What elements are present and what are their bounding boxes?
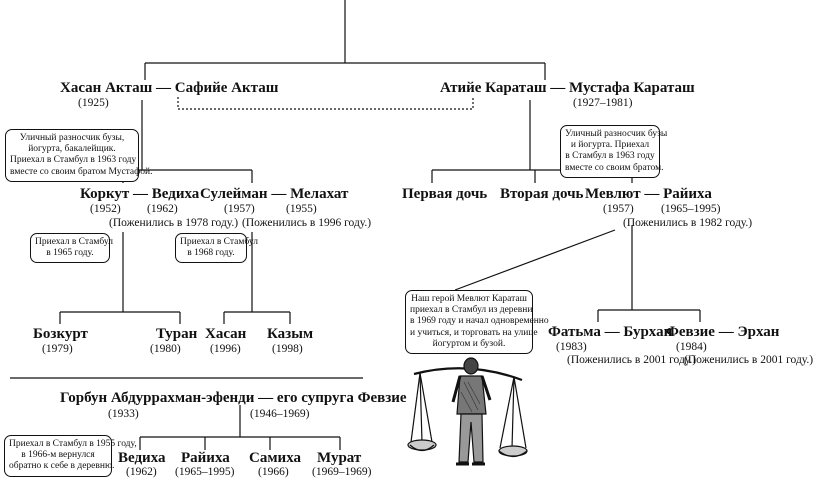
marriage-dash: — [156,80,172,96]
person-rayiha: Райиха [663,186,712,202]
years-murat: (1969–1969) [312,466,372,478]
couple-suleyman-melahat: Сулейман — Мелахат [200,187,348,202]
person-samiha: Самиха [249,450,301,466]
marriage-dash: — [258,390,274,406]
person-atiye-karatash: Атийе Караташ [440,80,547,96]
person-burhan: Бурхан [623,324,673,340]
marriage-dash: — [718,324,734,340]
years-abdurrahman: (1933) [108,408,139,420]
marriage-dash: — [604,324,620,340]
person-first-daughter: Первая дочь [402,186,488,202]
years-melahat: (1955) [286,203,317,215]
couple-abdurrahman-fevziye: Горбун Абдуррахман-эфенди — его супруга … [60,391,407,406]
years-kazym: (1998) [272,343,303,355]
person-murat: Мурат [317,450,362,466]
years-fevziye-spouse: (1946–1969) [250,408,310,420]
years-rayiha: (1965–1995) [661,203,721,215]
person-fatma: Фатьма [548,324,601,340]
marriage-fatma-burhan: (Поженились в 2001 году.) [567,354,697,366]
years-vediha-daughter: (1962) [126,466,157,478]
person-erhan: Эрхан [737,324,780,340]
years-turan: (1980) [150,343,181,355]
couple-fatma-burhan: Фатьма — Бурхан [548,325,672,340]
person-hasan-aktash: Хасан Акташ [60,80,153,96]
person-turan: Туран [156,326,198,342]
person-second-daughter: Вторая дочь [500,186,584,202]
family-tree-connectors [10,0,701,450]
marriage-dash: — [133,186,149,202]
person-melahat: Мелахат [290,186,349,202]
person-suleyman: Сулейман [200,186,268,202]
marriage-dash: — [550,80,566,96]
note-hasan: Уличный разносчик бузы,йогурта, бакалейщ… [5,129,153,182]
years-korkut: (1952) [90,203,121,215]
years-vediha: (1962) [147,203,178,215]
person-bozkurt: Бозкурт [33,326,88,342]
years-mevlut: (1957) [603,203,634,215]
street-vendor-with-yoke-illustration [407,357,528,466]
person-fevziye-spouse: его супруга Февзие [276,390,407,406]
years-bozkurt: (1979) [42,343,73,355]
years-mustafa: (1927–1981) [573,97,633,109]
years-hasan-grandson: (1996) [210,343,241,355]
person-abdurrahman: Горбун Абдуррахман-эфенди [60,390,255,406]
couple-korkut-vediha: Коркут — Ведиха [80,187,199,202]
years-fevziye: (1984) [676,341,707,353]
years-rayiha-daughter: (1965–1995) [175,466,235,478]
marriage-korkut-vediha: (Поженились в 1978 году.) [109,217,239,229]
marriage-dash: — [271,186,287,202]
couple-mevlut-rayiha: Мевлют — Райиха [585,187,712,202]
years-fatma: (1983) [556,341,587,353]
person-safiye-aktash: Сафийе Акташ [174,80,279,96]
person-vediha: Ведиха [151,186,200,202]
note-abdurrahman: Приехал в Стамбул в 1955 году,в 1966-м в… [4,435,137,477]
marriage-suleyman-melahat: (Поженились в 1996 году.) [242,217,372,229]
person-kazym: Казым [267,326,314,342]
years-hasan: (1925) [78,97,109,109]
couple-hasan-safiye: Хасан Акташ — Сафийе Акташ [60,81,278,96]
person-mustafa-karatash: Мустафа Караташ [569,80,695,96]
marriage-mevlut-rayiha: (Поженились в 1982 году.) [623,217,753,229]
person-mevlut: Мевлют [585,186,641,202]
person-hasan-grandson: Хасан [205,326,247,342]
couple-fevziye-erhan: Февзие — Эрхан [666,325,779,340]
marriage-dash: — [644,186,660,202]
person-rayiha-daughter: Райиха [181,450,230,466]
couple-atiye-mustafa: Атийе Караташ — Мустафа Караташ [440,81,695,96]
marriage-fevziye-erhan: (Поженились в 2001 году.) [684,354,813,366]
person-vediha-daughter: Ведиха [118,450,166,466]
person-korkut: Коркут [80,186,130,202]
person-fevziye: Февзие [666,324,715,340]
years-samiha: (1966) [258,466,289,478]
years-suleyman: (1957) [224,203,255,215]
